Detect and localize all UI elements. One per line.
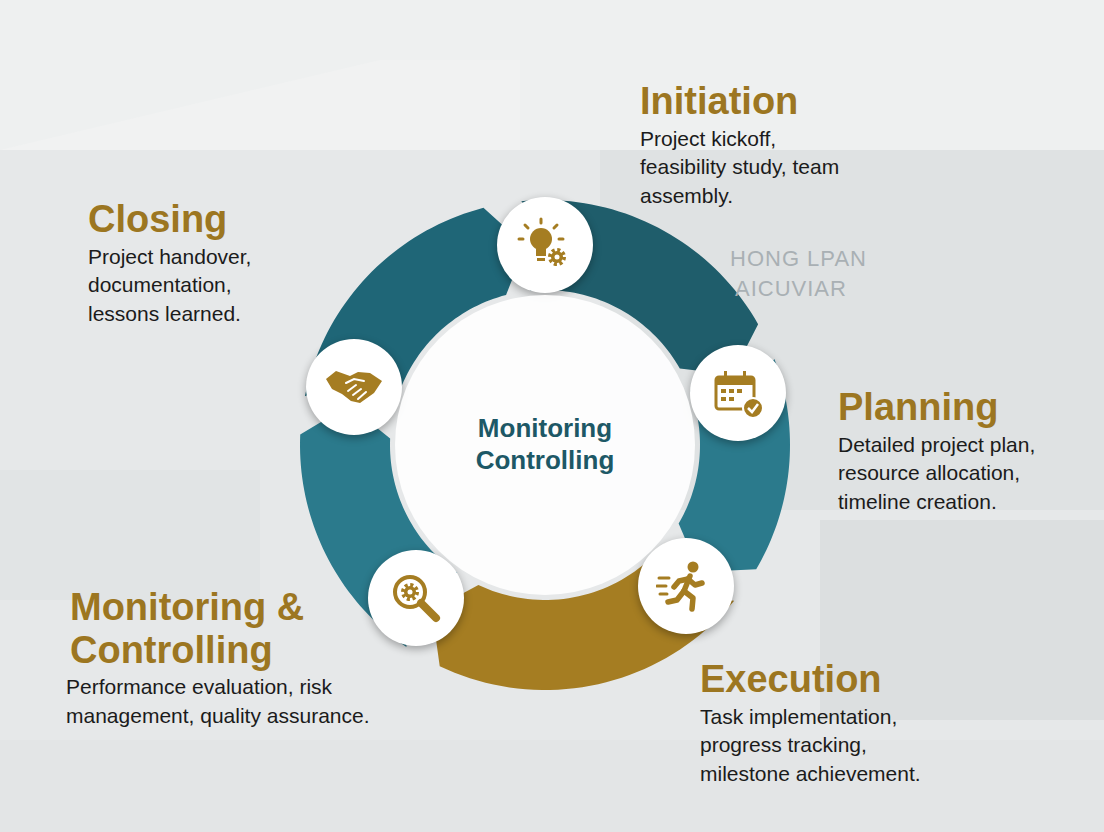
phase-heading: Closing [88,198,338,241]
phase-description: Task implementation, progress tracking, … [700,703,950,789]
phase-description: Detailed project plan, resource allocati… [838,431,1088,517]
watermark: AICUVIAR [735,276,847,302]
phase-heading: Planning [838,386,1088,429]
phase-description: Project kickoff, feasibility study, team… [640,125,845,211]
phase-icon [708,363,768,423]
phase-description: Performance evaluation, risk management,… [66,673,426,730]
phase-heading: Monitoring & Controlling [70,586,370,671]
ceiling [0,0,1104,150]
phase-icon-circle: InitiationProject kickoff, feasibility s… [497,197,593,293]
center-disk: Monitoring Controlling [395,295,695,595]
ceiling-light [0,60,520,150]
phase-heading: Execution [700,658,1000,701]
phase-description: Project handover, documentation, lessons… [88,243,288,329]
phase-icon [324,357,384,417]
phase-icon-circle: ClosingProject handover, documentation, … [306,339,402,435]
center-label: Monitoring Controlling [445,413,645,476]
phase-heading: Initiation [640,80,940,123]
watermark: HONG LPAN [730,246,867,272]
phase-icon-circle: Monitoring & ControllingPerformance eval… [368,550,464,646]
desk [0,470,260,600]
floor [0,740,1104,832]
phase-icon-circle: ExecutionTask implementation, progress t… [638,538,734,634]
phase-icon [656,556,716,616]
phase-icon-circle: PlanningDetailed project plan, resource … [690,345,786,441]
phase-icon [386,568,446,628]
phase-icon [515,215,575,275]
